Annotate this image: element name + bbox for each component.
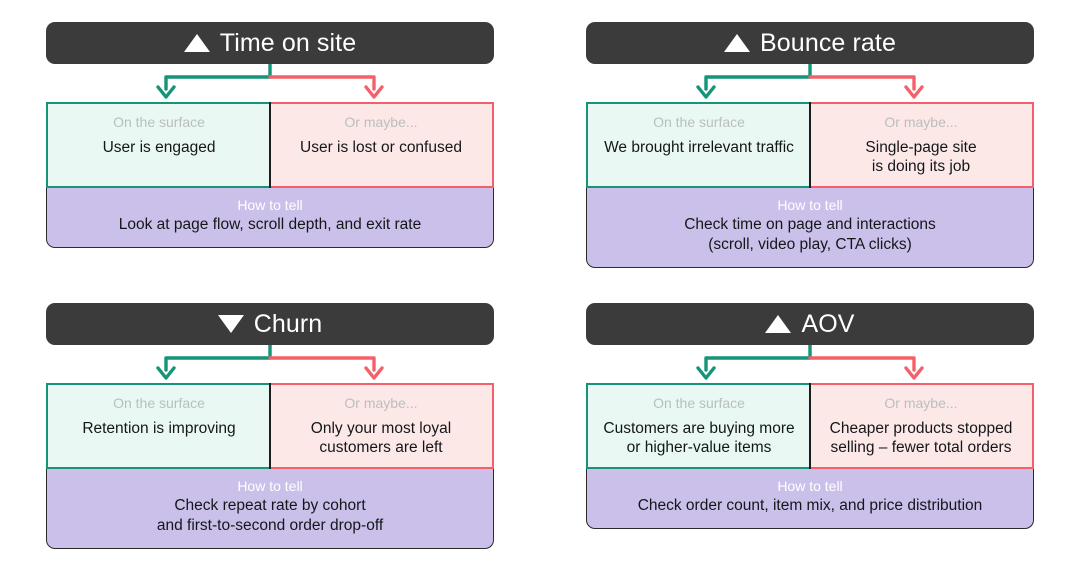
how-to-tell-label: How to tell [777, 197, 843, 213]
maybe-text: Only your most loyal [310, 419, 452, 437]
maybe-text-line2: is doing its job [871, 158, 971, 176]
maybe-panel: Or maybe... Only your most loyal custome… [270, 383, 494, 469]
metric-card-churn: Churn On the surface Retention is improv… [0, 281, 540, 561]
triangle-down-icon [217, 315, 244, 333]
maybe-label: Or maybe... [344, 395, 418, 411]
maybe-panel: Or maybe... Single-page site is doing it… [810, 102, 1034, 188]
how-to-tell-label: How to tell [237, 478, 303, 494]
surface-text: Customers are buying more [603, 419, 795, 437]
card-header: Time on site [46, 22, 494, 64]
triangle-up-icon [183, 34, 210, 52]
surface-label: On the surface [653, 114, 745, 130]
surface-panel: On the surface Customers are buying more… [586, 383, 810, 469]
how-to-tell-label: How to tell [777, 478, 843, 494]
surface-text: We brought irrelevant traffic [604, 138, 794, 156]
maybe-text-line2: customers are left [319, 439, 443, 457]
panel-divider [809, 383, 811, 469]
how-to-tell-text-line2: and first-to-second order drop-off [156, 517, 384, 535]
maybe-panel: Or maybe... Cheaper products stopped sel… [810, 383, 1034, 469]
how-to-tell-panel: How to tell Look at page flow, scroll de… [46, 188, 494, 249]
surface-label: On the surface [113, 114, 205, 130]
branch-connector [156, 345, 384, 380]
how-to-tell-panel: How to tell Check order count, item mix,… [586, 469, 1034, 530]
branch-connector [696, 64, 924, 99]
card-panels: On the surface We brought irrelevant tra… [586, 102, 1034, 188]
surface-text: Retention is improving [82, 419, 236, 437]
how-to-tell-text: Check order count, item mix, and price d… [637, 497, 983, 514]
triangle-up-icon [765, 315, 792, 333]
surface-label: On the surface [113, 395, 205, 411]
panel-divider [809, 102, 811, 188]
card-panels: On the surface Customers are buying more… [586, 383, 1034, 469]
maybe-label: Or maybe... [344, 114, 418, 130]
card-header: AOV [586, 303, 1034, 345]
panel-divider [269, 102, 271, 188]
maybe-text: User is lost or confused [300, 138, 462, 156]
surface-panel: On the surface User is engaged [46, 102, 270, 188]
card-title: Bounce rate [760, 28, 896, 57]
maybe-text: Cheaper products stopped [829, 419, 1013, 437]
metric-card-aov: AOV On the surface Customers are buying … [540, 281, 1080, 561]
card-panels: On the surface Retention is improving Or… [46, 383, 494, 469]
card-title: Time on site [219, 28, 357, 57]
maybe-text-line2: selling – fewer total orders [830, 439, 1012, 457]
card-title: Churn [253, 309, 323, 338]
card-header: Churn [46, 303, 494, 345]
maybe-label: Or maybe... [884, 395, 958, 411]
branch-connector [156, 64, 384, 99]
triangle-up-icon [724, 34, 751, 52]
how-to-tell-text: Look at page flow, scroll depth, and exi… [118, 216, 422, 233]
panel-divider [269, 383, 271, 469]
how-to-tell-text: Check repeat rate by cohort [174, 497, 366, 514]
surface-panel: On the surface Retention is improving [46, 383, 270, 469]
how-to-tell-text: Check time on page and interactions [684, 216, 936, 233]
how-to-tell-panel: How to tell Check time on page and inter… [586, 188, 1034, 269]
card-panels: On the surface User is engaged Or maybe.… [46, 102, 494, 188]
maybe-text: Single-page site [865, 138, 977, 156]
branch-connector [696, 345, 924, 380]
how-to-tell-panel: How to tell Check repeat rate by cohort … [46, 469, 494, 550]
maybe-panel: Or maybe... User is lost or confused [270, 102, 494, 188]
surface-text-line2: or higher-value items [626, 439, 772, 457]
card-header: Bounce rate [586, 22, 1034, 64]
maybe-label: Or maybe... [884, 114, 958, 130]
how-to-tell-text-line2: (scroll, video play, CTA clicks) [708, 236, 912, 254]
how-to-tell-label: How to tell [237, 197, 303, 213]
card-title: AOV [801, 309, 855, 338]
surface-label: On the surface [653, 395, 745, 411]
surface-panel: On the surface We brought irrelevant tra… [586, 102, 810, 188]
surface-text: User is engaged [102, 138, 216, 156]
metric-card-time-on-site: Time on site On the surface User is enga… [0, 0, 540, 281]
metric-card-bounce-rate: Bounce rate On the surface We brought ir… [540, 0, 1080, 281]
